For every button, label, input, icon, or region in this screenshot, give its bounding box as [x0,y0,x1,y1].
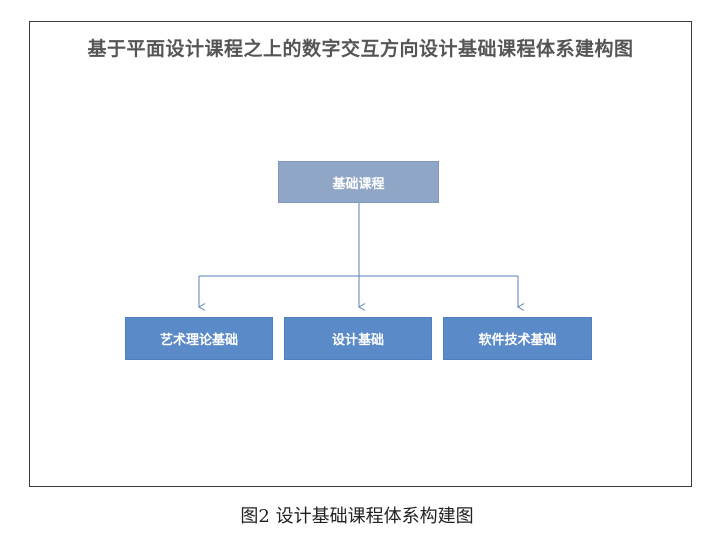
child-node-design: 设计基础 [284,317,432,360]
child-node-software: 软件技术基础 [443,317,592,360]
diagram-title: 基于平面设计课程之上的数字交互方向设计基础课程体系建构图 [87,38,634,60]
connector-lines [198,203,525,311]
child-node-label: 软件技术基础 [478,333,557,348]
figure-caption: 图2 设计基础课程体系构建图 [240,506,474,527]
root-node-label: 基础课程 [332,176,385,192]
child-node-label: 设计基础 [331,333,384,348]
child-node-label: 艺术理论基础 [159,333,238,348]
child-node-art-theory: 艺术理论基础 [125,317,273,360]
root-node: 基础课程 [278,161,439,203]
diagram-frame: 基于平面设计课程之上的数字交互方向设计基础课程体系建构图 基础课程 艺术理论基础… [29,21,692,487]
